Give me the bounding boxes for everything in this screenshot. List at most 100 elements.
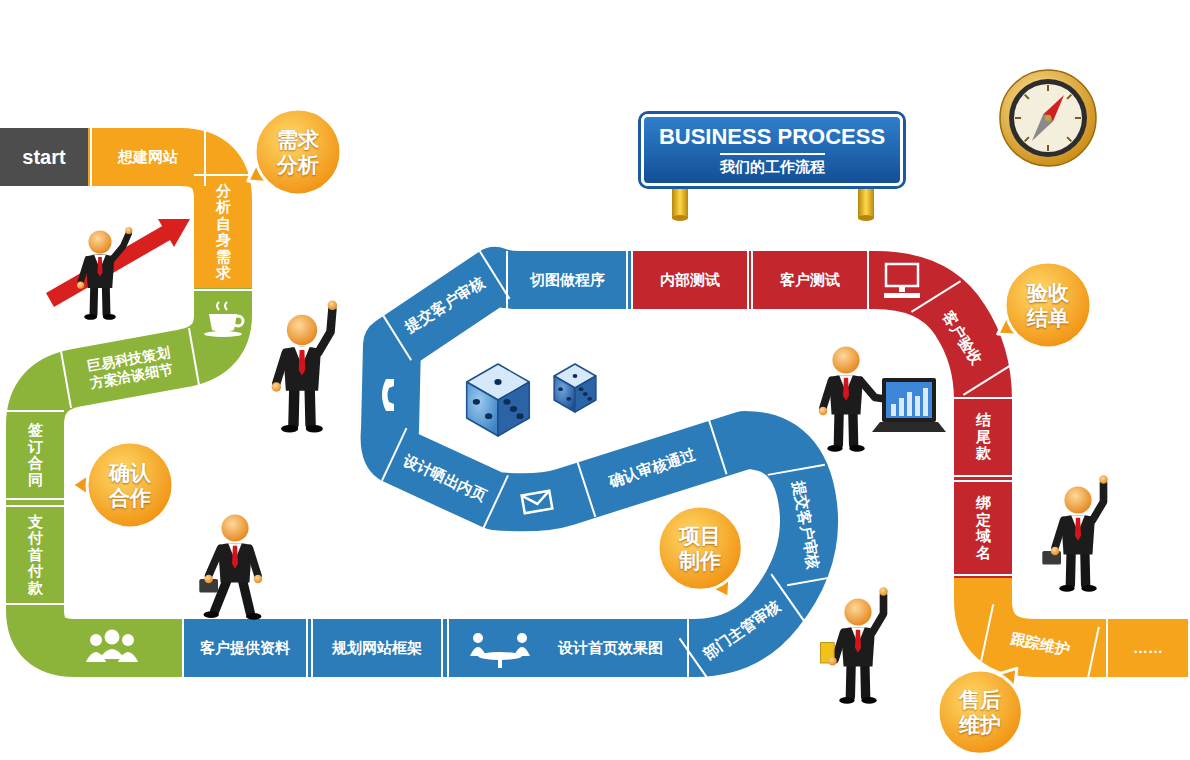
process-step: ……: [1106, 619, 1190, 677]
die-pip: [587, 397, 592, 401]
compass-face: [1014, 84, 1082, 152]
step-label: 确认审核通过: [606, 446, 697, 491]
laptop: [872, 378, 946, 432]
shoe: [103, 314, 116, 320]
sign-post-cap: [672, 215, 688, 221]
road-segment: [182, 276, 809, 648]
shoe: [204, 611, 219, 618]
bubble-shape: [1003, 260, 1093, 350]
start-box: start: [0, 128, 88, 186]
laptop-display: [886, 382, 932, 418]
coffee-icon: [204, 302, 243, 337]
person-head: [473, 633, 483, 643]
die-pip: [583, 392, 588, 396]
die-left: [467, 382, 498, 436]
die-pip: [485, 413, 492, 419]
head: [221, 514, 248, 541]
leg: [1066, 549, 1076, 585]
die-pip: [516, 413, 523, 419]
road-segment: [631, 280, 983, 590]
leg: [848, 409, 858, 445]
businessman-figure: [272, 301, 338, 433]
shoe: [1081, 585, 1096, 592]
envelope: [522, 491, 553, 514]
process-step: 巨易科技策划 方案洽谈细节: [60, 328, 200, 408]
bubble-label: 确认 合作: [103, 460, 158, 510]
stage-bubble: 需求 分析: [253, 107, 343, 197]
compass-ring: [1009, 79, 1087, 157]
person-head: [517, 633, 527, 643]
necktie: [1075, 518, 1081, 541]
computer-icon: [884, 264, 920, 298]
leg: [304, 385, 315, 425]
businessman-figure: [199, 514, 262, 619]
chart-bar: [907, 392, 912, 416]
shoe: [849, 445, 864, 452]
shoe: [84, 314, 97, 320]
step-label: 设计晒出内页: [400, 451, 489, 505]
bubble-circle: [87, 442, 173, 528]
shoe: [827, 445, 842, 452]
necktie: [299, 350, 306, 376]
necktie: [843, 378, 849, 401]
businessman-figure: [819, 346, 893, 451]
arm: [209, 548, 221, 575]
die-pip: [510, 406, 517, 412]
laptop-base: [872, 422, 946, 432]
chart-bar: [891, 404, 896, 416]
step-label: 支付首付款: [28, 514, 43, 597]
bubble-circle: [1005, 262, 1091, 348]
stage-bubble: 售后 维护: [936, 668, 1024, 756]
arm: [112, 233, 129, 259]
shoe: [839, 697, 854, 704]
title-sign: BUSINESS PROCESS我们的工作流程: [641, 114, 903, 186]
process-step: 签订合同: [6, 410, 64, 500]
step-label: 提交客户审核: [789, 479, 822, 571]
step-label: 客户验收: [938, 308, 985, 368]
hand: [819, 407, 828, 416]
monitor-stand: [899, 286, 905, 292]
leg: [1080, 549, 1090, 585]
die-right: [575, 376, 596, 412]
cup-handle: [233, 316, 243, 326]
bubble-label: 验收 结单: [1021, 280, 1076, 330]
people-icon: [86, 630, 138, 663]
hand: [828, 657, 837, 666]
person-head: [122, 634, 134, 646]
die: [467, 364, 530, 436]
process-step: 客户测试: [751, 251, 869, 309]
compass-rim: [1000, 70, 1096, 166]
stage-bubble: 验收 结单: [1003, 260, 1093, 350]
leg: [834, 409, 844, 445]
compass-tick: [1015, 117, 1021, 119]
compass-tick: [1075, 117, 1081, 119]
bubble-label: 售后 维护: [953, 687, 1008, 737]
person-body: [514, 647, 530, 656]
process-step: 想建网站: [90, 128, 206, 186]
step-label: 设计首页效果图: [558, 639, 663, 657]
arm: [1055, 520, 1064, 547]
needle-pin: [1045, 115, 1051, 121]
process-step: 分析自身需求: [194, 174, 252, 291]
sign-post-cap: [858, 215, 874, 221]
hand: [125, 227, 132, 234]
hand: [328, 301, 338, 311]
laptop-screen: [882, 378, 936, 422]
head: [1064, 486, 1091, 513]
stage-bubble: 确认 合作: [85, 440, 175, 530]
arm: [81, 259, 88, 282]
step-label: 想建网站: [118, 148, 178, 166]
step-label: 内部测试: [660, 271, 720, 289]
sign-subtitle: 我们的工作流程: [720, 153, 825, 176]
road-segment: [86, 157, 223, 290]
businessman-figure: [77, 227, 132, 320]
arm: [1092, 483, 1103, 520]
die-pip: [573, 374, 578, 378]
saucer: [204, 331, 242, 337]
process-step: 确认审核通过: [576, 419, 727, 517]
arm: [249, 548, 258, 575]
step-label: 客户测试: [780, 271, 840, 289]
head: [844, 598, 871, 625]
bubble-shape: [253, 107, 343, 197]
